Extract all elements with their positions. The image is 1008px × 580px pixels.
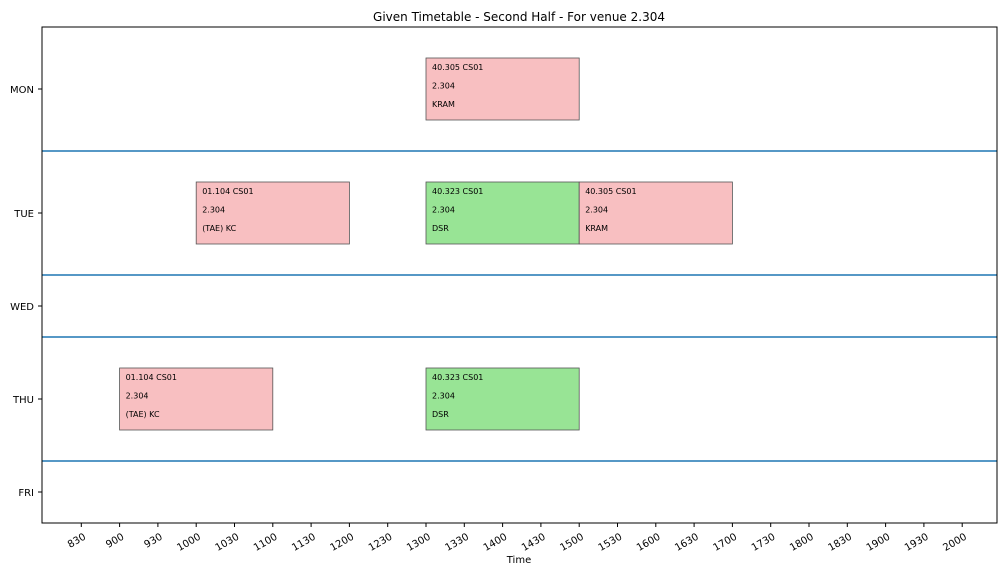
x-tick-label-1200: 1200	[329, 532, 357, 554]
event-rect	[578, 181, 733, 245]
x-tick-label-1300: 1300	[405, 532, 433, 554]
event-staff: (TAE) KC	[126, 410, 160, 419]
event-venue: 2.304	[202, 206, 225, 215]
x-tick-label-830: 830	[66, 532, 88, 551]
x-tick-label-1000: 1000	[175, 532, 203, 554]
event-code: 01.104 CS01	[202, 187, 253, 196]
event-staff: (TAE) KC	[202, 224, 236, 233]
x-tick-label-1800: 1800	[788, 532, 816, 554]
x-axis-ticks: 830 900 930 1000 1030 1100 1130 1200 1230 1300 133…	[66, 523, 969, 554]
event-venue: 2.304	[432, 392, 455, 401]
x-tick-label-1130: 1130	[290, 532, 318, 554]
x-tick-label-1100: 1100	[252, 532, 280, 554]
plot-frame	[41, 26, 998, 524]
event-rect	[425, 57, 580, 121]
x-tick-label-900: 900	[104, 532, 126, 551]
event-code: 40.305 CS01	[432, 63, 483, 72]
y-tick-label-fri: FRI	[18, 488, 34, 499]
event-staff: DSR	[432, 410, 449, 419]
x-tick-label-1400: 1400	[482, 532, 510, 554]
event-code: 40.323 CS01	[432, 373, 483, 382]
y-axis-ticks: MON TUE WED THU FRI	[10, 85, 42, 499]
x-tick-label-930: 930	[143, 532, 165, 551]
event-rect	[119, 367, 274, 431]
event-venue: 2.304	[585, 206, 608, 215]
x-tick-label-1600: 1600	[635, 532, 663, 554]
y-tick-label-thu: THU	[12, 395, 34, 406]
x-tick-label-1500: 1500	[558, 532, 586, 554]
event-staff: KRAM	[585, 224, 608, 233]
x-tick-label-1230: 1230	[367, 532, 395, 554]
y-tick-label-mon: MON	[10, 85, 34, 96]
x-tick-label-1030: 1030	[214, 532, 242, 554]
event-venue: 2.304	[432, 206, 455, 215]
x-tick-label-1630: 1630	[673, 532, 701, 554]
day-separators	[42, 150, 997, 462]
y-tick-label-tue: TUE	[13, 209, 34, 220]
event-rect	[425, 367, 580, 431]
event-code: 40.323 CS01	[432, 187, 483, 196]
x-tick-label-1730: 1730	[750, 532, 778, 554]
x-tick-label-1330: 1330	[443, 532, 471, 554]
event-code: 40.305 CS01	[585, 187, 636, 196]
event-code: 01.104 CS01	[126, 373, 177, 382]
event-venue: 2.304	[432, 82, 455, 91]
x-tick-label-1830: 1830	[826, 532, 854, 554]
event-box-tue-2: 01.104 CS01 2.304 (TAE) KC	[195, 181, 350, 245]
event-venue: 2.304	[126, 392, 149, 401]
x-tick-label-1900: 1900	[865, 532, 893, 554]
event-staff: KRAM	[432, 100, 455, 109]
x-tick-label-1930: 1930	[903, 532, 931, 554]
event-rect	[425, 181, 580, 245]
x-tick-label-1700: 1700	[712, 532, 740, 554]
x-tick-label-1530: 1530	[597, 532, 625, 554]
y-tick-label-wed: WED	[10, 302, 34, 313]
x-tick-label-2000: 2000	[941, 532, 969, 554]
event-staff: DSR	[432, 224, 449, 233]
chart-title: Given Timetable - Second Half - For venu…	[373, 10, 665, 24]
event-rect	[195, 181, 350, 245]
event-box-thu-5: 01.104 CS01 2.304 (TAE) KC	[119, 367, 274, 431]
x-axis-label: Time	[506, 555, 531, 566]
x-tick-label-1430: 1430	[520, 532, 548, 554]
